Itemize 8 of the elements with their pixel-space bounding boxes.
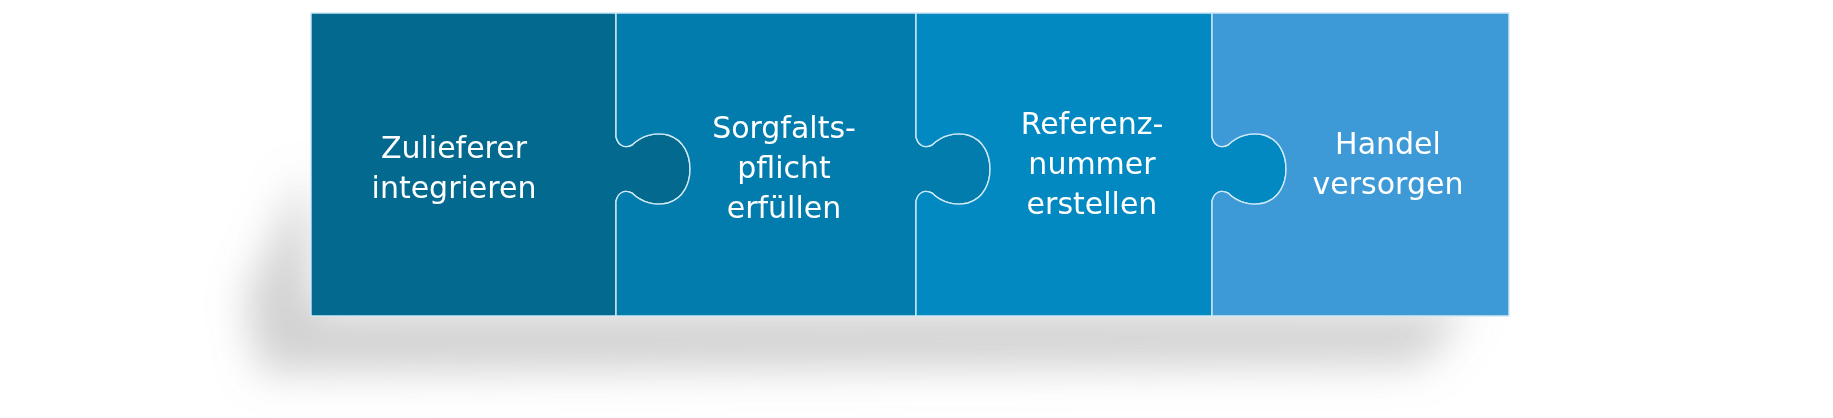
puzzle-piece — [616, 13, 990, 316]
piece-label: Sorgfalts- pflicht erfüllen — [712, 109, 856, 227]
piece-label: Referenz- nummer erstellen — [1020, 105, 1164, 223]
piece-label: Zulieferer integrieren — [371, 129, 537, 207]
puzzle-piece — [1212, 13, 1509, 316]
puzzle-piece — [916, 13, 1286, 316]
piece-label: Handel versorgen — [1312, 125, 1464, 203]
puzzle-piece — [311, 13, 690, 316]
